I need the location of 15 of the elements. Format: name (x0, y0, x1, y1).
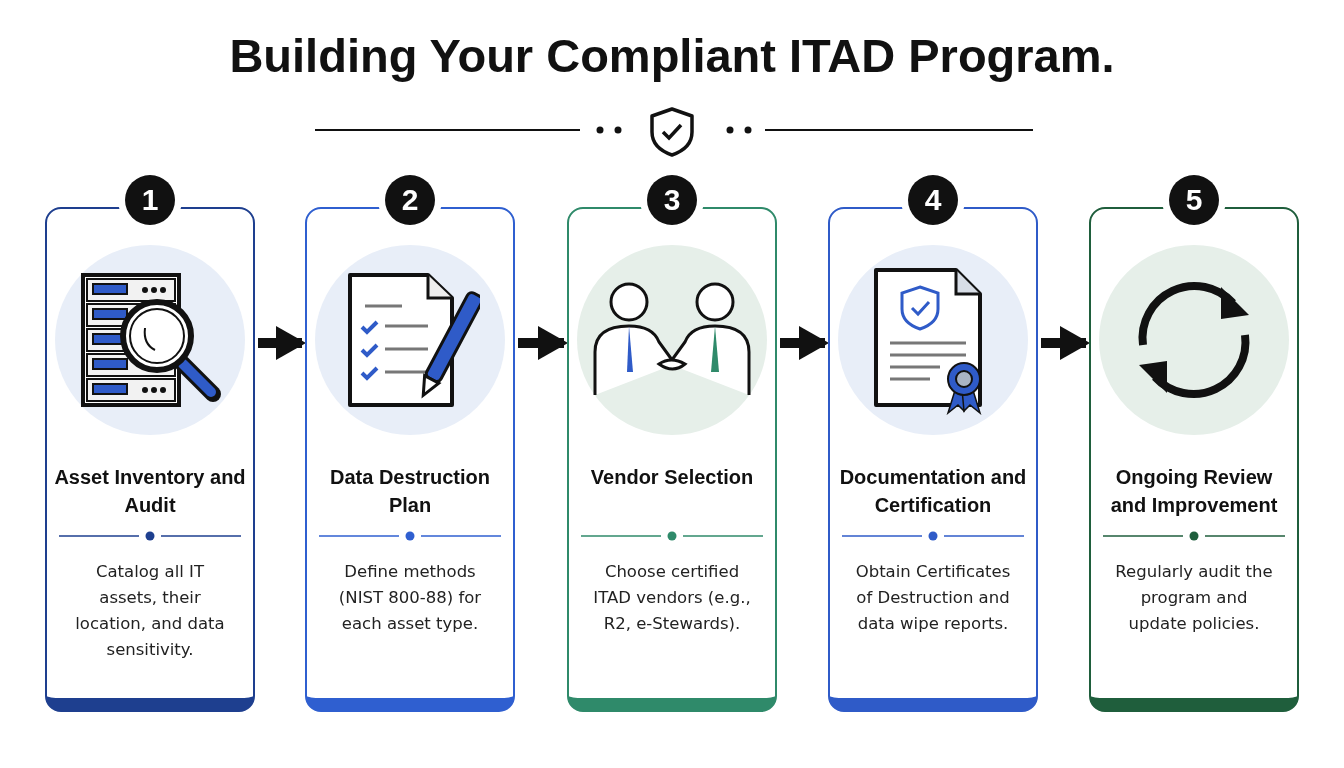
step-heading: Ongoing Review and Improvement (1109, 465, 1279, 518)
flow-arrow (1041, 326, 1090, 360)
step-description: Define methods (NIST 800-88) for each asset type. (337, 561, 483, 635)
flow-arrow (780, 326, 829, 360)
step-heading: Data Destruction Plan (329, 465, 491, 518)
step-description: Regularly audit the program and update policies. (1114, 561, 1274, 635)
step-description: Catalog all IT assets, their location, and data sensitivity. (74, 561, 226, 661)
step-heading: Asset Inventory and Audit (53, 465, 247, 518)
step-heading: Documentation and Certification (838, 465, 1028, 518)
step-description: Obtain Certificates of Destruction and data wipe reports. (854, 561, 1012, 635)
step-description: Choose certified ITAD vendors (e.g., R2, e-Stewards). (592, 561, 752, 635)
step-heading: Vendor Selection (590, 465, 754, 490)
diagram-title: Building Your Compliant ITAD Program. (229, 28, 1115, 83)
flow-arrow (518, 326, 568, 360)
flow-arrow (258, 326, 306, 360)
